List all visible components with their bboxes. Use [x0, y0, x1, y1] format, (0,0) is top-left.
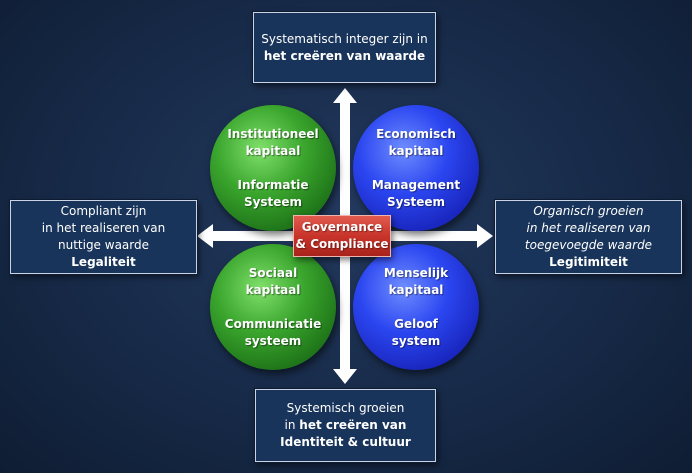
circle-institutional-capital: Institutioneel kapitaal Informatie Syste… [210, 105, 336, 231]
right-box-line2: in het realiseren van [526, 221, 651, 235]
circle-br-b2: system [391, 333, 441, 348]
bottom-box-line2-prefix: in [284, 418, 300, 432]
circle-social-capital: Sociaal kapitaal Communicatie systeem [210, 244, 336, 370]
left-box-line1: Compliant zijn [60, 204, 147, 218]
circle-human-capital: Menselijk kapitaal Geloof system [353, 244, 479, 370]
circle-tr-b1: Management [371, 177, 461, 192]
bottom-box-line1: Systemisch groeien [286, 401, 405, 415]
arrow-down-head [333, 369, 357, 384]
circle-tl-a2: kapitaal [245, 143, 301, 158]
left-box-line4: Legaliteit [71, 255, 136, 269]
governance-compliance-box: Governance & Compliance [293, 215, 391, 257]
circle-br-a1: Menselijk [383, 265, 449, 280]
circle-bl-a1: Sociaal [248, 265, 298, 280]
center-line1: Governance [301, 220, 383, 234]
left-box-line2: in het realiseren van [41, 221, 166, 235]
circle-tl-a1: Institutioneel [227, 126, 319, 141]
arrow-left-head [197, 224, 213, 248]
circle-tr-a2: kapitaal [388, 143, 444, 158]
left-box-line3: nuttige waarde [57, 238, 149, 252]
bottom-box-line2: in het creëren van [285, 417, 407, 434]
center-line2: & Compliance [295, 237, 389, 251]
circle-br-a2: kapitaal [388, 282, 444, 297]
right-box-line1: Organisch groeien [533, 204, 644, 218]
circle-bl-b2: systeem [244, 333, 302, 348]
bottom-box: Systemisch groeien in het creëren van Id… [255, 389, 436, 462]
circle-tl-b2: Systeem [243, 194, 303, 209]
bottom-box-line2-bold: het creëren van [299, 418, 407, 432]
arrow-right-head [477, 224, 493, 248]
top-box-line2: het creëren van waarde [263, 48, 426, 63]
arrow-up-head [333, 88, 357, 103]
right-box: Organisch groeien in het realiseren van … [495, 200, 682, 274]
left-box: Compliant zijn in het realiseren van nut… [10, 200, 197, 274]
top-box: Systematisch integer zijn in het creëren… [253, 12, 436, 83]
circle-tr-b2: Systeem [386, 194, 446, 209]
circle-br-b1: Geloof [394, 316, 438, 331]
right-box-line3: toegevoegde waarde [524, 238, 653, 252]
circle-bl-b1: Communicatie [224, 316, 322, 331]
bottom-box-line3: Identiteit & cultuur [280, 435, 411, 449]
circle-economic-capital: Economisch kapitaal Management Systeem [353, 105, 479, 231]
right-box-line4: Legitimiteit [549, 255, 628, 269]
circle-tr-a1: Economisch [376, 126, 456, 141]
top-box-line1: Systematisch integer zijn in [261, 31, 428, 46]
circle-tl-b1: Informatie [237, 177, 309, 192]
circle-bl-a2: kapitaal [245, 282, 301, 297]
